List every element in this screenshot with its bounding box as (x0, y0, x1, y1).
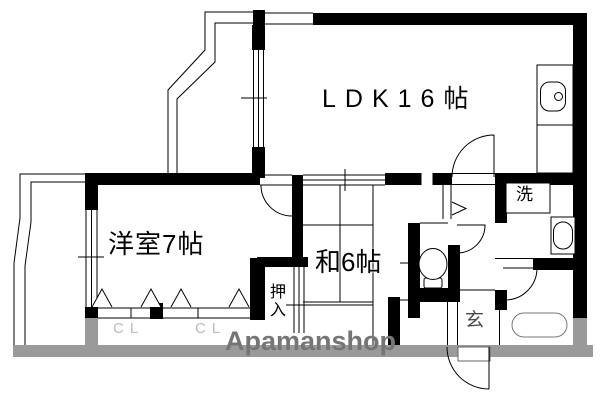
door-arc-bath (503, 267, 538, 301)
door-arc-toilet (456, 224, 486, 254)
door-arc-entrance (446, 346, 490, 390)
window-western-left (78, 210, 104, 307)
sliding-door-japanese-top (303, 169, 385, 191)
window-top (265, 12, 313, 25)
doorway-seam (420, 172, 434, 186)
wall (85, 10, 587, 345)
entrance-label: 玄 (465, 310, 485, 331)
closet-right-label: CL (195, 320, 227, 337)
washbasin-icon (550, 216, 576, 255)
ldk-room-label: LDK16帖 (322, 85, 478, 113)
western-room-label: 洋室7帖 (108, 229, 205, 259)
closet-left-label: CL (113, 320, 145, 337)
window-ldk-left (241, 50, 267, 147)
oshiire-closet-label: 押 入 (270, 284, 287, 320)
kitchen-counter-icon (536, 64, 574, 174)
sliding-door-oshiire (286, 267, 310, 333)
toilet-icon (418, 248, 448, 289)
bathtub-icon (511, 312, 568, 338)
balcony-outline-left (13, 173, 85, 345)
laundry-label: 洗 (516, 185, 533, 204)
washer-pan-icon (505, 182, 551, 214)
tatami-lines (303, 185, 411, 306)
entrance-step (457, 346, 491, 362)
watermark-text: Apamanshop (225, 326, 397, 356)
balcony-outline-top (167, 11, 253, 173)
partition-lines (98, 173, 533, 345)
door-arc-ldk (451, 134, 495, 178)
japanese-room-label: 和6帖 (315, 247, 382, 277)
door-arc-western-room (260, 184, 293, 217)
folding-door-icon (91, 201, 468, 308)
